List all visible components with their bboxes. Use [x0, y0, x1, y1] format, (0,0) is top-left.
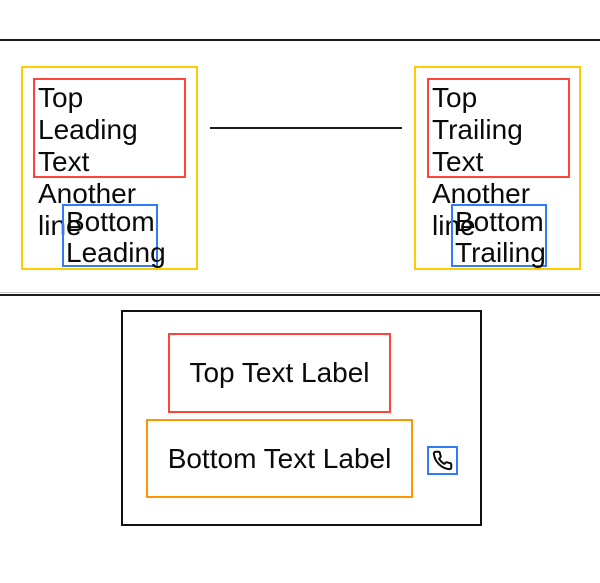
- bottom-text-label: Bottom Text Label: [167, 442, 392, 474]
- top-separator: [0, 39, 600, 41]
- top-text-label-box: Top Text Label: [168, 333, 391, 413]
- connector-line: [210, 127, 402, 129]
- bottom-leading-text-label: Bottom Leading: [62, 204, 166, 268]
- trailing-card: [414, 66, 581, 270]
- top-text-label: Top Text Label: [189, 357, 370, 388]
- middle-separator-hairline: [0, 292, 600, 293]
- phone-button[interactable]: [427, 446, 458, 475]
- bottom-trailing-text-label: Bottom Trailing: [451, 204, 547, 268]
- phone-icon: [432, 450, 453, 471]
- top-trailing-text-label: Top Trailing Text Another line: [427, 78, 570, 241]
- leading-card: [21, 66, 198, 270]
- bottom-text-label-box: Bottom Text Label: [146, 419, 413, 498]
- top-leading-text-label: Top Leading Text Another line: [33, 78, 186, 241]
- middle-separator: [0, 294, 600, 296]
